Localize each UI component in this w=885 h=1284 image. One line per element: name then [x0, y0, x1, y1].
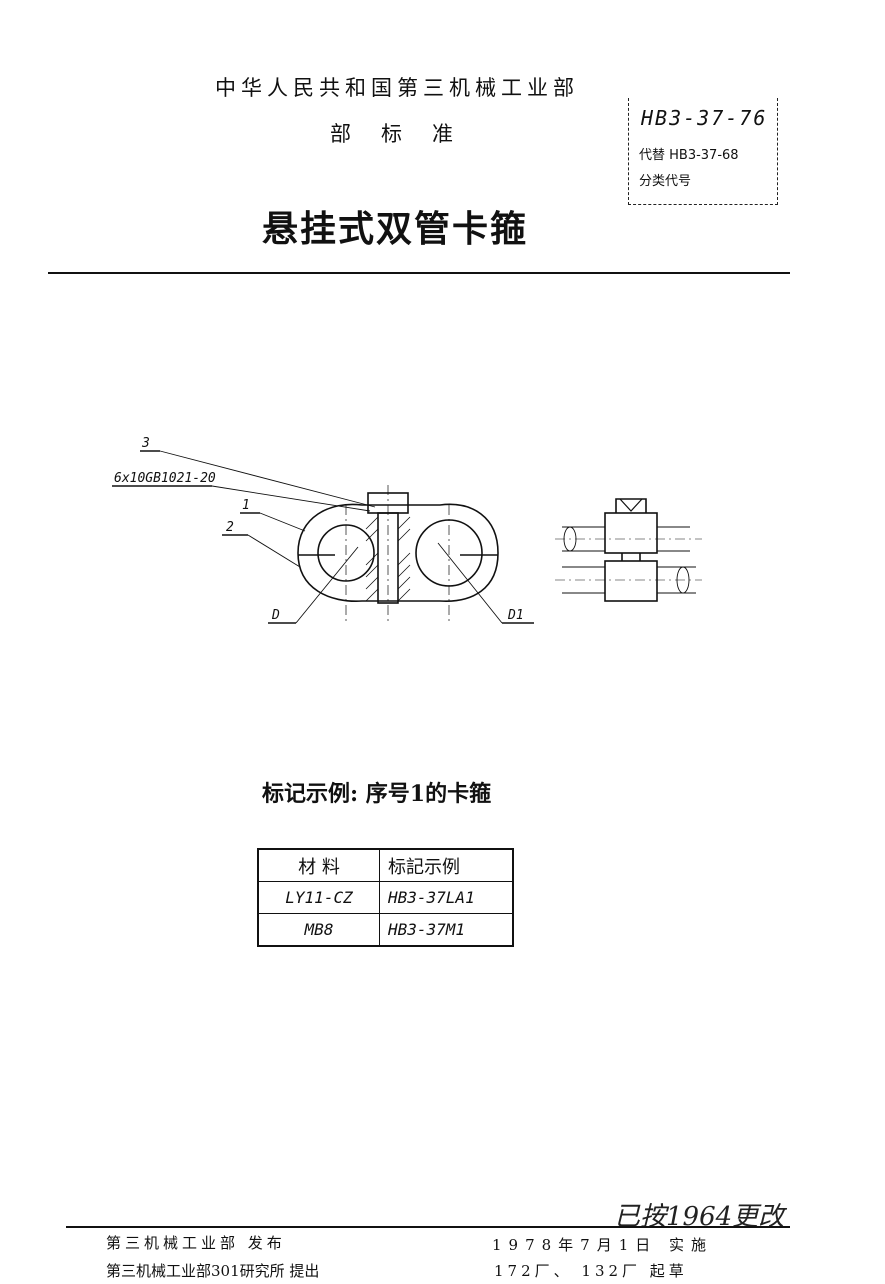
marking-header: 标記示例 [379, 848, 514, 882]
leader-bolt [211, 485, 371, 512]
table-row: MB8 HB3-37M1 [257, 913, 514, 947]
drafted-by: 172厂、 132厂 起草 [494, 1262, 688, 1280]
issued-by: 第三机械工业部 发布 [106, 1234, 286, 1252]
leader-1 [259, 512, 306, 532]
standard-code-box: HB3-37-76 代替 HB3-37-68 分类代号 [628, 98, 778, 205]
table-row: LY11-CZ HB3-37LA1 [257, 881, 514, 914]
clamp-technical-drawing: 3 6x10GB1021-20 1 2 D D1 [112, 436, 702, 625]
side-bolt-head [615, 498, 647, 513]
label-bolt-spec: 6x10GB1021-20 [114, 471, 216, 486]
label-d: D [271, 608, 280, 623]
label-d1: D1 [507, 608, 524, 623]
section-hatching [365, 516, 411, 602]
material-table: 材 料 标記示例 LY11-CZ HB3-37LA1 MB8 HB3-37M1 [257, 848, 514, 947]
standard-type: 部标准 [330, 122, 483, 146]
side-lower-block [604, 560, 658, 602]
material-header: 材 料 [257, 848, 380, 882]
header-divider [48, 272, 790, 274]
table-header-row: 材 料 标記示例 [257, 848, 514, 882]
leader-2 [247, 534, 301, 568]
side-tube-lower [562, 566, 696, 594]
effective-date: 1978年7月1日 实施 [492, 1236, 714, 1254]
side-tube-upper [562, 526, 690, 552]
side-upper-block [604, 512, 658, 554]
label-part-1: 1 [242, 498, 250, 513]
material-cell: LY11-CZ [257, 881, 380, 914]
side-bolt-slot [619, 498, 643, 512]
standard-code: HB3-37-76 [641, 106, 768, 130]
material-cell: MB8 [257, 913, 380, 947]
marking-cell: HB3-37M1 [379, 913, 514, 947]
ministry-name: 中华人民共和国第三机械工业部 [215, 76, 579, 100]
side-view [555, 498, 702, 602]
proposed-by: 第三机械工业部301研究所 提出 [106, 1262, 320, 1280]
clamp-body-outline [297, 503, 499, 602]
leader-3 [159, 450, 376, 508]
document-title: 悬挂式双管卡箍 [262, 208, 529, 250]
leader-d [295, 546, 359, 624]
footer-divider [66, 1226, 790, 1228]
label-part-3: 3 [141, 436, 150, 451]
leader-d1 [437, 542, 503, 624]
label-part-2: 2 [226, 520, 234, 535]
classification-label: 分类代号 [639, 174, 692, 189]
marking-cell: HB3-37LA1 [379, 881, 514, 914]
replaces-code: 代替 HB3-37-68 [639, 148, 739, 163]
marking-example-heading: 标记示例: 序号1的卡箍 [262, 781, 492, 807]
